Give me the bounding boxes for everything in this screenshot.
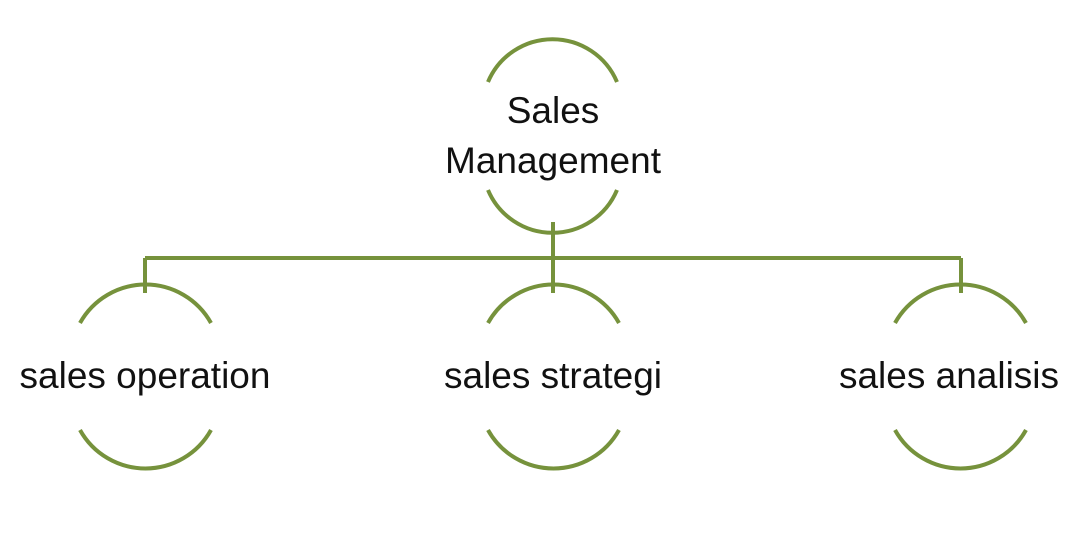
child-node-label-sales-strategi: sales strategi: [444, 355, 662, 396]
child-node-label-sales-operation: sales operation: [19, 355, 271, 396]
connectors: [143, 222, 963, 293]
child-0-bottom-arc: [78, 429, 213, 471]
child-1-top-arc: [486, 282, 621, 324]
child-node-shape-2: [893, 282, 1028, 471]
child-node-shape-0: [78, 282, 213, 471]
root-node-top-arc: [486, 37, 619, 83]
child-0-top-arc: [78, 282, 213, 324]
child-2-bottom-arc: [893, 429, 1028, 471]
child-node-label-sales-analisis: sales analisis: [838, 355, 1060, 396]
child-node-shape-1: [486, 282, 621, 471]
root-node-label: Sales Management: [445, 90, 661, 181]
child-2-top-arc: [893, 282, 1028, 324]
child-1-bottom-arc: [486, 429, 621, 471]
